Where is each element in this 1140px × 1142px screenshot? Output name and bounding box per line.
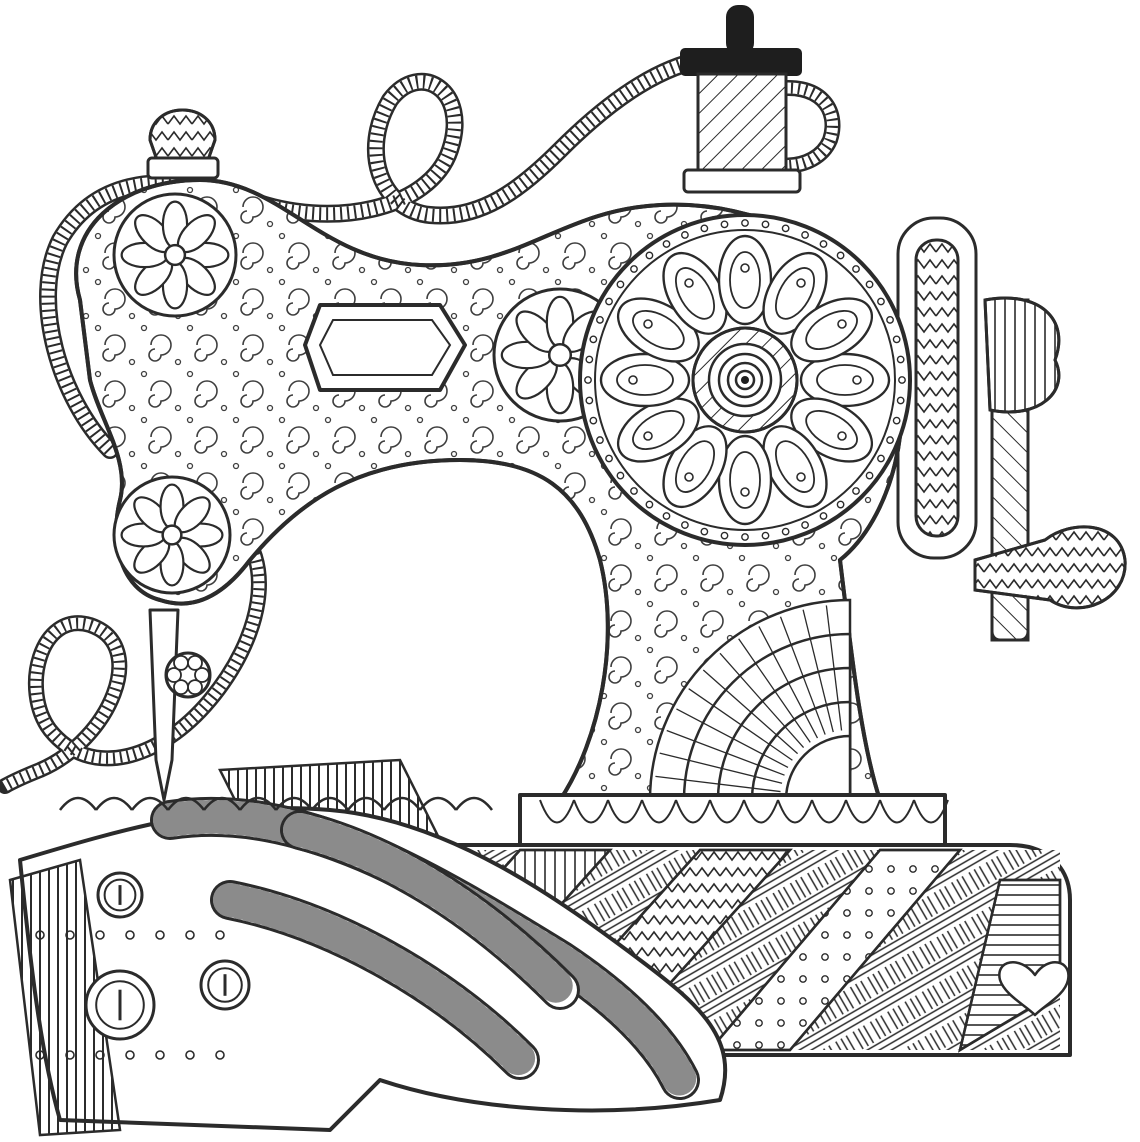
spool-cap: [680, 48, 802, 76]
mandala-wheel: [578, 213, 912, 547]
machine-body: [74, 108, 912, 802]
nameplate: [303, 303, 467, 392]
fabric-left-fringe: [8, 858, 122, 1137]
handwheel: [896, 216, 1127, 642]
fabric-button-large: [84, 969, 156, 1041]
spool-pin-top: [726, 5, 754, 55]
heart-motif: [998, 961, 1070, 1017]
flower-medallion-upper: [112, 192, 238, 318]
top-knob-base: [146, 156, 220, 180]
column-fan: [648, 598, 852, 802]
thread: [0, 51, 841, 794]
needle-assembly: [148, 608, 212, 802]
thread-inner: [41, 53, 707, 457]
fabric-button-small: [96, 871, 144, 919]
spool-base: [682, 168, 802, 194]
fabric-button-mid: [199, 959, 251, 1011]
fabric: [8, 758, 728, 1137]
spool: [680, 5, 802, 194]
flower-medallion-lower: [112, 475, 232, 595]
needle-bar: [148, 608, 180, 802]
